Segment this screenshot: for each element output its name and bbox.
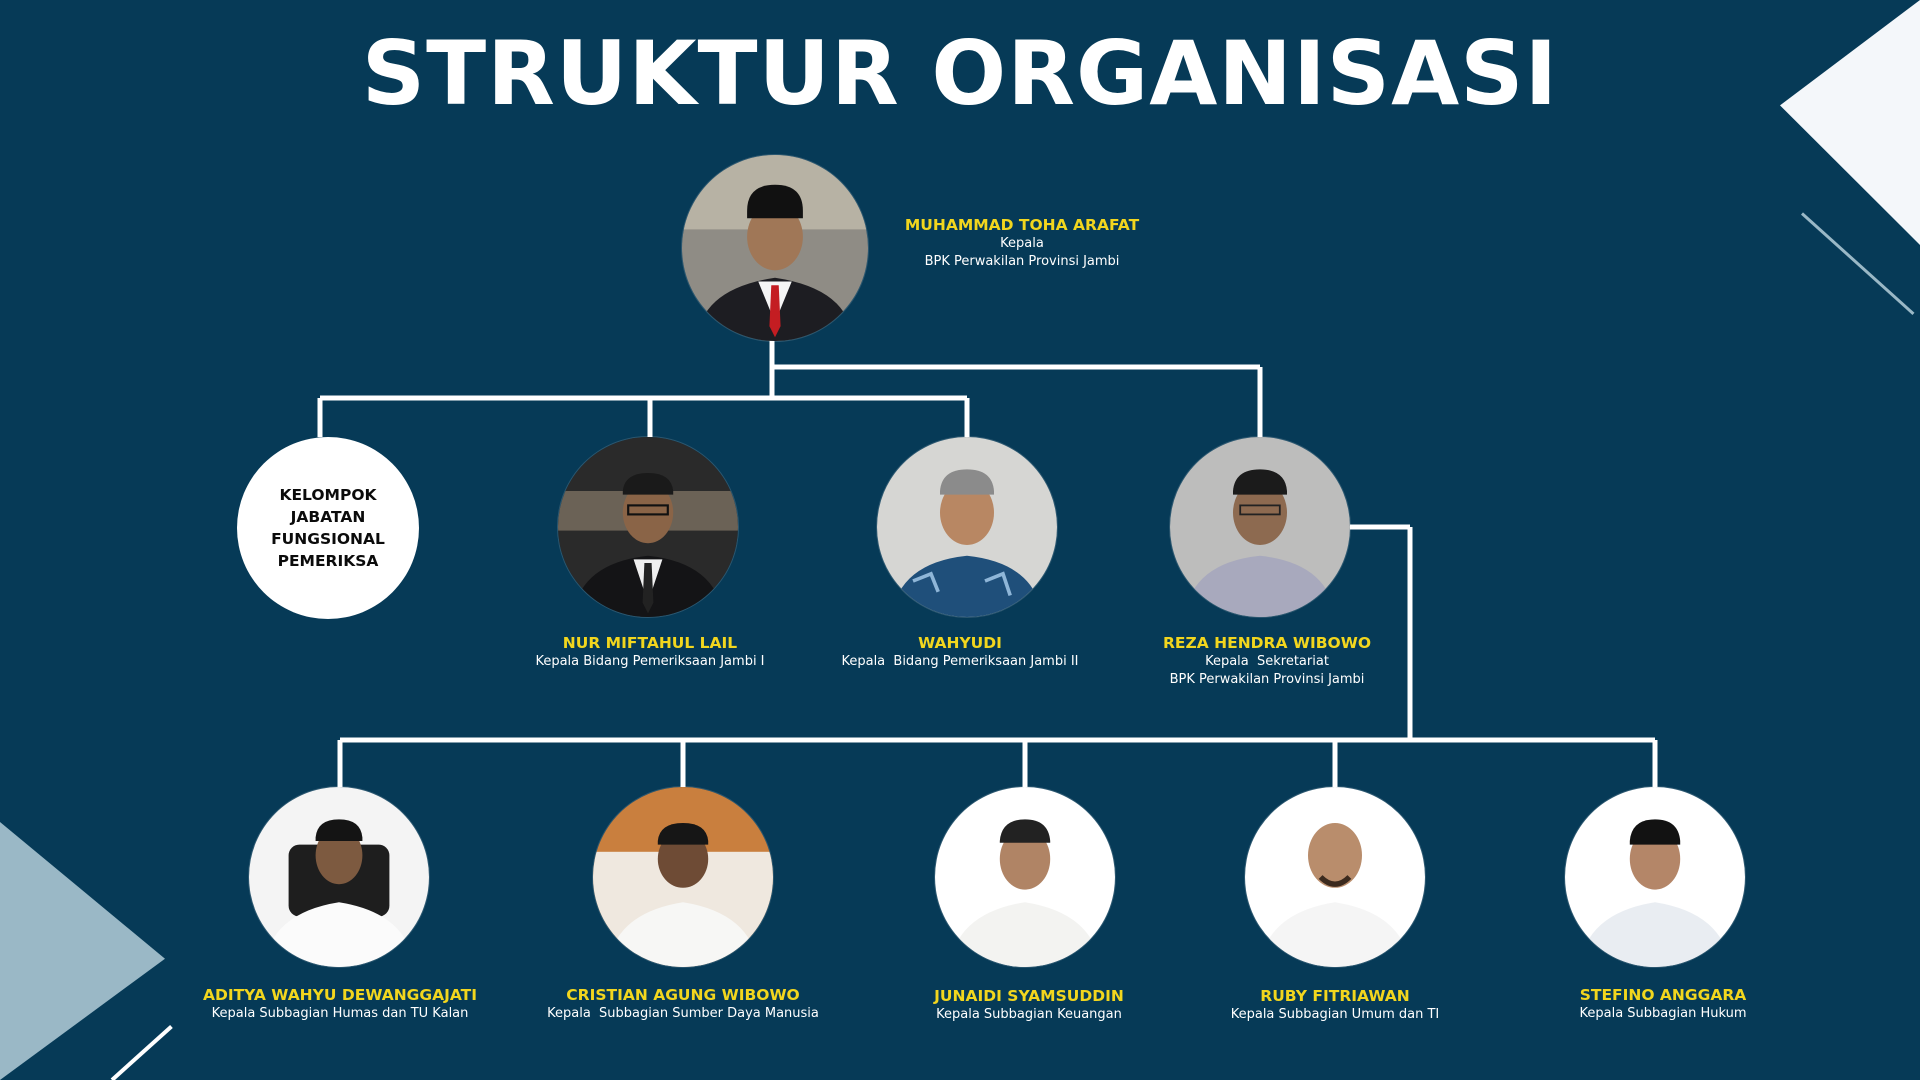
- person-portrait-icon: [249, 787, 429, 967]
- secretariat-label: REZA HENDRA WIBOWO Kepala Sekretariat BP…: [1107, 633, 1427, 689]
- head-photo: [682, 155, 868, 341]
- sub5-role: Kepala Subbagian Hukum: [1579, 1006, 1747, 1021]
- functional-group-label: KELOMPOK JABATAN FUNGSIONAL PEMERIKSA: [263, 484, 393, 572]
- page-title: STRUKTUR ORGANISASI: [361, 22, 1559, 125]
- bidang2-photo: [877, 437, 1057, 617]
- person-portrait-icon: [1245, 787, 1425, 967]
- person-portrait-icon: [682, 155, 868, 341]
- functional-group-line4: PEMERIKSA: [277, 552, 379, 570]
- sub1-label: ADITYA WAHYU DEWANGGAJATI Kepala Subbagi…: [180, 985, 500, 1023]
- sub2-label: CRISTIAN AGUNG WIBOWO Kepala Subbagian S…: [523, 985, 843, 1023]
- functional-group-line1: KELOMPOK: [279, 486, 377, 504]
- person-portrait-icon: [593, 787, 773, 967]
- head-label: MUHAMMAD TOHA ARAFAT Kepala BPK Perwakil…: [862, 215, 1182, 271]
- sub3-name: JUNAIDI SYAMSUDDIN: [934, 987, 1124, 1005]
- secretariat-photo: [1170, 437, 1350, 617]
- secretariat-name: REZA HENDRA WIBOWO: [1162, 634, 1371, 652]
- bidang2-label: WAHYUDI Kepala Bidang Pemeriksaan Jambi …: [800, 633, 1120, 671]
- sub2-role: Kepala Subbagian Sumber Daya Manusia: [547, 1006, 819, 1021]
- sub3-photo: [935, 787, 1115, 967]
- sub5-photo: [1565, 787, 1745, 967]
- sub3-role: Kepala Subbagian Keuangan: [936, 1007, 1122, 1022]
- sub4-role: Kepala Subbagian Umum dan TI: [1230, 1007, 1440, 1022]
- secretariat-role-line2: BPK Perwakilan Provinsi Jambi: [1169, 672, 1365, 687]
- sub4-photo: [1245, 787, 1425, 967]
- bidang1-label: NUR MIFTAHUL LAIL Kepala Bidang Pemeriks…: [490, 633, 810, 671]
- sub4-label: RUBY FITRIAWAN Kepala Subbagian Umum dan…: [1175, 986, 1495, 1024]
- bidang2-name: WAHYUDI: [918, 634, 1002, 652]
- functional-group-line3: FUNGSIONAL: [271, 530, 385, 548]
- head-name: MUHAMMAD TOHA ARAFAT: [904, 216, 1140, 234]
- bidang2-role: Kepala Bidang Pemeriksaan Jambi II: [841, 654, 1079, 669]
- person-portrait-icon: [935, 787, 1115, 967]
- sub1-name: ADITYA WAHYU DEWANGGAJATI: [202, 986, 478, 1004]
- sub5-label: STEFINO ANGGARA Kepala Subbagian Hukum: [1503, 985, 1823, 1023]
- sub1-role: Kepala Subbagian Humas dan TU Kalan: [211, 1006, 469, 1021]
- bidang1-name: NUR MIFTAHUL LAIL: [562, 634, 738, 652]
- person-portrait-icon: [1170, 437, 1350, 617]
- secretariat-role-line1: Kepala Sekretariat: [1205, 654, 1329, 669]
- person-portrait-icon: [877, 437, 1057, 617]
- bidang1-role: Kepala Bidang Pemeriksaan Jambi I: [535, 654, 765, 669]
- head-role-line1: Kepala: [1000, 236, 1044, 251]
- person-portrait-icon: [1565, 787, 1745, 967]
- functional-group-line2: JABATAN: [290, 508, 366, 526]
- head-role-line2: BPK Perwakilan Provinsi Jambi: [924, 254, 1120, 269]
- sub3-label: JUNAIDI SYAMSUDDIN Kepala Subbagian Keua…: [869, 986, 1189, 1024]
- sub1-photo: [249, 787, 429, 967]
- sub2-photo: [593, 787, 773, 967]
- person-portrait-icon: [558, 437, 738, 617]
- sub2-name: CRISTIAN AGUNG WIBOWO: [566, 986, 800, 1004]
- bidang1-photo: [558, 437, 738, 617]
- sub4-name: RUBY FITRIAWAN: [1260, 987, 1410, 1005]
- functional-group-node: KELOMPOK JABATAN FUNGSIONAL PEMERIKSA: [237, 437, 419, 619]
- sub5-name: STEFINO ANGGARA: [1579, 986, 1747, 1004]
